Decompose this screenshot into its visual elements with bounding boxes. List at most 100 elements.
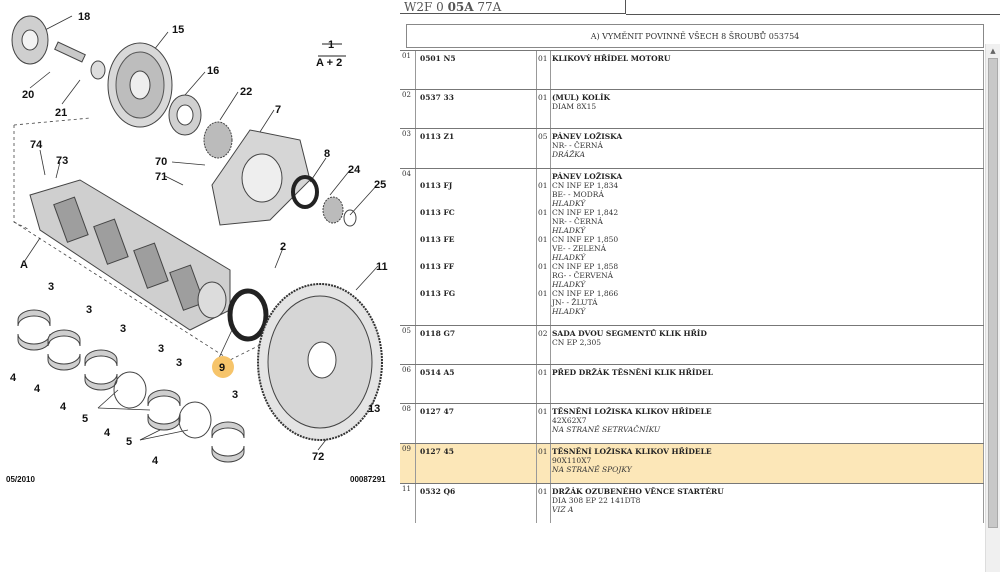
part-reference-cell: 0537 33	[416, 90, 537, 128]
part-description: KLIKOVÝ HŘÍDEL MOTORU	[552, 54, 671, 63]
crank-pulley-drawing	[107, 42, 173, 128]
part-description: HLADKÝ	[552, 307, 586, 316]
callout-labels: 18 15 16 22 7 1 A + 2 20 21 74 73 70 71 …	[10, 11, 388, 467]
part-description: PŘED DRŽÁK TĚSNĚNÍ KLIK HŘÍDEL	[552, 368, 713, 377]
callout-24: 24	[348, 164, 361, 176]
callout-2: 2	[280, 241, 286, 253]
vertical-scrollbar[interactable]: ▲	[985, 44, 1000, 572]
part-quantity: 01	[538, 235, 548, 244]
callout-3: 3	[86, 304, 92, 316]
callout-8: 8	[324, 148, 330, 160]
part-reference[interactable]: 0127 47	[420, 407, 454, 416]
quantity-cell: 01	[536, 484, 551, 523]
callout-3: 3	[158, 343, 164, 355]
part-description: SADA DVOU SEGMENTŮ KLIK HŘÍD	[552, 329, 707, 338]
part-description: NA STRANĚ SETRVAČNÍKU	[552, 425, 661, 434]
part-reference[interactable]: 0501 N5	[420, 54, 456, 63]
part-quantity: 01	[538, 487, 548, 496]
callout-22: 22	[240, 86, 252, 98]
callout-72: 72	[312, 451, 324, 463]
part-description: TĚSNĚNÍ LOŽISKA KLIKOV HŘÍDELE	[552, 447, 712, 456]
quantity-cell: 05	[536, 129, 551, 168]
callout-70: 70	[155, 156, 167, 168]
callout-1: 1	[328, 39, 334, 51]
part-reference[interactable]: 0537 33	[420, 93, 454, 102]
part-description: NR- - ČERNÁ	[552, 217, 603, 226]
description-cell: PŘED DRŽÁK TĚSNĚNÍ KLIK HŘÍDEL	[550, 365, 984, 403]
diagram-reference-number: 00087291	[350, 475, 386, 484]
part-quantity: 01	[538, 54, 548, 63]
part-reference[interactable]: 0113 FC	[420, 208, 455, 217]
row-number: 02	[400, 90, 416, 128]
row-number: 08	[400, 404, 416, 443]
table-row[interactable]: 01 0501 N5 01 KLIKOVÝ HŘÍDEL MOTORU	[400, 50, 984, 89]
callout-a: A	[20, 259, 28, 271]
callout-20: 20	[22, 89, 34, 101]
part-reference[interactable]: 0514 A5	[420, 368, 455, 377]
diagram-date: 05/2010	[6, 475, 35, 484]
description-cell: KLIKOVÝ HŘÍDEL MOTORU	[550, 51, 984, 89]
section-note: A) VYMĚNIT POVINNĚ VŠECH 8 ŠROUBŮ 053754	[406, 24, 984, 48]
rear-oil-seal-drawing	[227, 288, 269, 342]
scrollbar-thumb[interactable]	[988, 58, 998, 528]
part-reference[interactable]: 0532 Q6	[420, 487, 456, 496]
pulley-bolt-drawing	[54, 41, 86, 63]
callout-25: 25	[374, 179, 386, 191]
row-number: 03	[400, 129, 416, 168]
part-reference[interactable]: 0113 FG	[420, 289, 456, 298]
row-number: 05	[400, 326, 416, 364]
part-reference[interactable]: 0127 45	[420, 447, 454, 456]
callout-4: 4	[152, 455, 159, 467]
callout-4: 4	[60, 401, 67, 413]
callout-74: 74	[30, 139, 43, 151]
quantity-cell: 01	[536, 51, 551, 89]
part-reference-cell: 0127 45	[416, 444, 537, 483]
row-number: 06	[400, 365, 416, 403]
part-reference[interactable]: 0113 Z1	[420, 132, 455, 141]
quantity-cell: 01	[536, 90, 551, 128]
part-description: CN INF EP 1,834	[552, 181, 619, 190]
crank-sprocket-drawing	[322, 196, 344, 224]
part-quantity: 02	[538, 329, 548, 338]
part-reference-cell: 0113 FJ 0113 FC 0113 FE 0113 FF 0113 FG	[416, 169, 537, 325]
part-reference[interactable]: 0113 FJ	[420, 181, 453, 190]
part-reference[interactable]: 0113 FF	[420, 262, 455, 271]
part-quantity: 01	[538, 93, 548, 102]
part-description: HLADKÝ	[552, 199, 586, 208]
part-description: PÁNEV LOŽISKA	[552, 172, 623, 181]
parts-list-panel: W2F 0 05A 77A A) VYMĚNIT POVINNĚ VŠECH 8…	[400, 0, 1000, 572]
callout-4: 4	[34, 383, 41, 395]
part-description: VE- - ZELENÁ	[552, 244, 606, 253]
highlight-marker-item-9	[212, 356, 234, 378]
callout-15: 15	[172, 24, 184, 36]
part-reference[interactable]: 0113 FE	[420, 235, 455, 244]
callout-73: 73	[56, 155, 68, 167]
part-reference[interactable]: 0118 G7	[420, 329, 456, 338]
callout-5: 5	[126, 436, 132, 448]
callout-3: 3	[232, 389, 238, 401]
callout-11: 11	[376, 261, 388, 273]
row-number: 01	[400, 51, 416, 89]
callout-3: 3	[176, 357, 182, 369]
part-description: (MUL) KOLÍK	[552, 93, 610, 102]
part-description: CN INF EP 1,842	[552, 208, 619, 217]
part-description: VIZ A	[552, 505, 574, 514]
bearing-shells-drawing	[17, 309, 245, 463]
scroll-up-arrow-icon[interactable]: ▲	[990, 47, 996, 55]
part-quantity: 01	[538, 208, 548, 217]
callout-4: 4	[104, 427, 111, 439]
callout-16: 16	[207, 65, 219, 77]
